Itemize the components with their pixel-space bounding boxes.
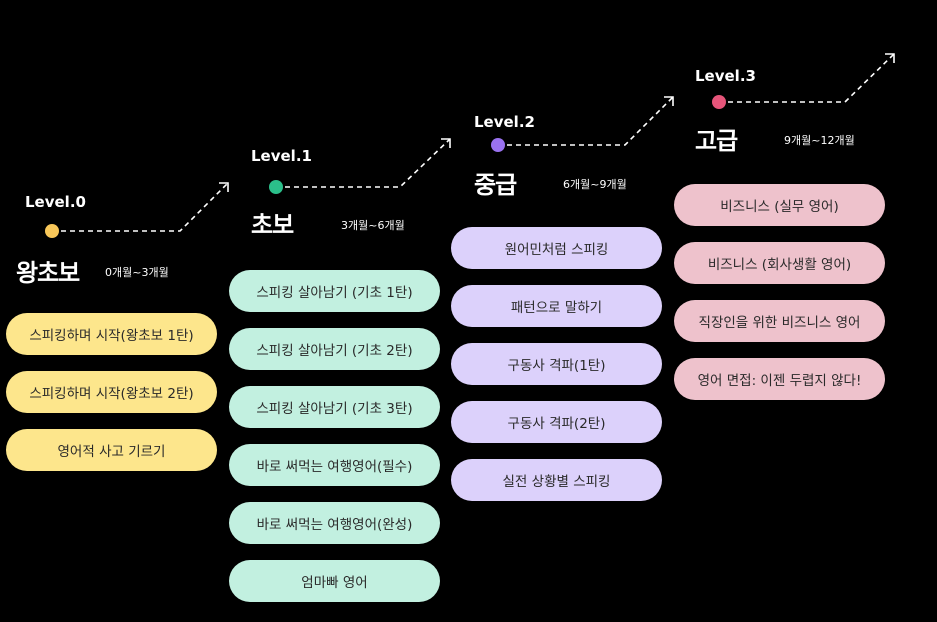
arrow-head-icon bbox=[885, 53, 895, 63]
course-button[interactable]: 패턴으로 말하기 bbox=[451, 285, 662, 327]
level-0-course-list: 스피킹하며 시작(왕초보 1탄) 스피킹하며 시작(왕초보 2탄) 영어적 사고… bbox=[6, 313, 217, 471]
level-3-label: Level.3 bbox=[695, 67, 756, 85]
course-button[interactable]: 구동사 격파(1탄) bbox=[451, 343, 662, 385]
level-1-title: 초보 bbox=[251, 211, 294, 239]
level-0-title: 왕초보 bbox=[16, 259, 80, 287]
course-button[interactable]: 스피킹 살아남기 (기초 3탄) bbox=[229, 386, 440, 428]
arrow-head-icon bbox=[219, 182, 229, 192]
level-2-title: 중급 bbox=[474, 171, 517, 199]
course-button[interactable]: 스피킹 살아남기 (기초 2탄) bbox=[229, 328, 440, 370]
course-button[interactable]: 영어적 사고 기르기 bbox=[6, 429, 217, 471]
course-button[interactable]: 비즈니스 (실무 영어) bbox=[674, 184, 885, 226]
course-button[interactable]: 엄마빠 영어 bbox=[229, 560, 440, 602]
arrow-head-icon bbox=[441, 138, 451, 148]
course-button[interactable]: 비즈니스 (회사생활 영어) bbox=[674, 242, 885, 284]
course-button[interactable]: 영어 면접: 이젠 두렵지 않다! bbox=[674, 358, 885, 400]
course-button[interactable]: 실전 상황별 스피킹 bbox=[451, 459, 662, 501]
course-button[interactable]: 스피킹 살아남기 (기초 1탄) bbox=[229, 270, 440, 312]
level-2-course-list: 원어민처럼 스피킹 패턴으로 말하기 구동사 격파(1탄) 구동사 격파(2탄)… bbox=[451, 227, 662, 501]
level-0-dot bbox=[45, 224, 59, 238]
course-button[interactable]: 직장인을 위한 비즈니스 영어 bbox=[674, 300, 885, 342]
level-2-dot bbox=[491, 138, 505, 152]
arrow-head-icon bbox=[664, 96, 674, 106]
level-3-title: 고급 bbox=[695, 127, 738, 155]
level-3-dot bbox=[712, 95, 726, 109]
course-button[interactable]: 스피킹하며 시작(왕초보 2탄) bbox=[6, 371, 217, 413]
level-3-period: 9개월~12개월 bbox=[784, 134, 855, 147]
course-button[interactable]: 구동사 격파(2탄) bbox=[451, 401, 662, 443]
level-1-label: Level.1 bbox=[251, 147, 312, 165]
level-0-label: Level.0 bbox=[25, 193, 86, 211]
course-button[interactable]: 바로 써먹는 여행영어(필수) bbox=[229, 444, 440, 486]
level-1-dot bbox=[269, 180, 283, 194]
level-1-period: 3개월~6개월 bbox=[341, 219, 405, 232]
level-2-period: 6개월~9개월 bbox=[563, 178, 627, 191]
level-1-course-list: 스피킹 살아남기 (기초 1탄) 스피킹 살아남기 (기초 2탄) 스피킹 살아… bbox=[229, 270, 440, 602]
course-button[interactable]: 원어민처럼 스피킹 bbox=[451, 227, 662, 269]
level-0-period: 0개월~3개월 bbox=[105, 266, 169, 279]
level-2-label: Level.2 bbox=[474, 113, 535, 131]
course-button[interactable]: 바로 써먹는 여행영어(완성) bbox=[229, 502, 440, 544]
course-button[interactable]: 스피킹하며 시작(왕초보 1탄) bbox=[6, 313, 217, 355]
level-3-course-list: 비즈니스 (실무 영어) 비즈니스 (회사생활 영어) 직장인을 위한 비즈니스… bbox=[674, 184, 885, 400]
